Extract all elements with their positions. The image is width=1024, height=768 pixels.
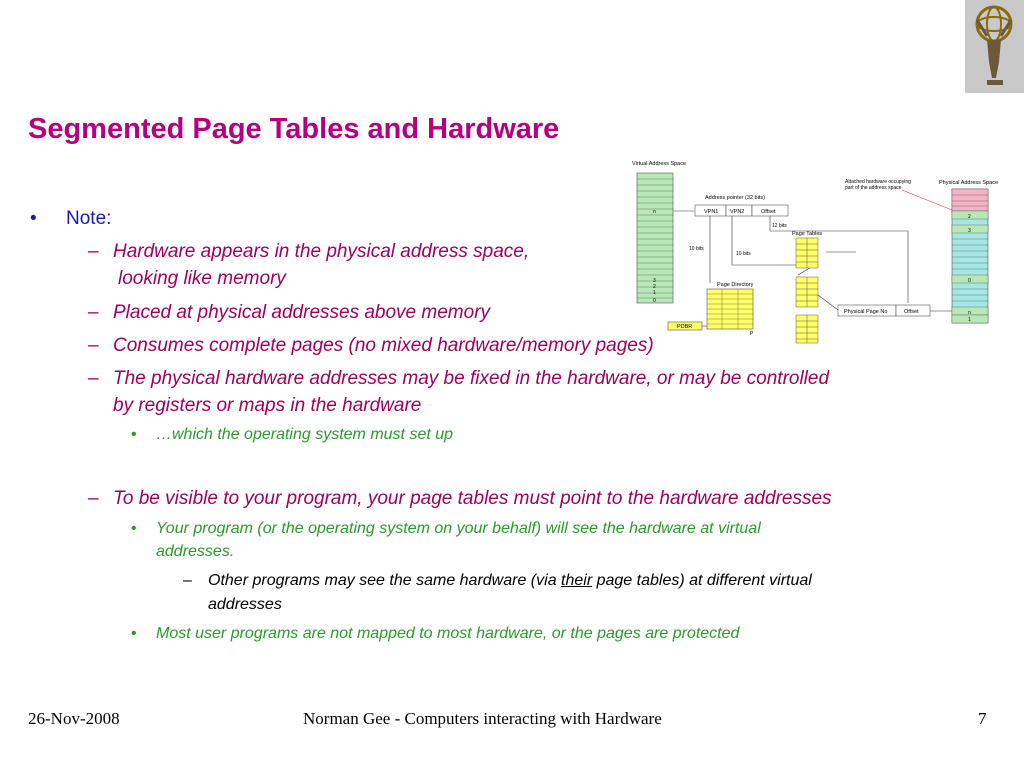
vas-label-1: 1 [653, 290, 656, 296]
pas-label: Physical Address Space [939, 180, 998, 186]
footer-page-number: 7 [978, 709, 987, 728]
bullet-placed: Placed at physical addresses above memor… [113, 302, 491, 323]
physical-offset-label: Offset [904, 309, 919, 315]
bullet-other-prog-2: addresses [208, 596, 282, 613]
pas-label-n: n [968, 310, 971, 316]
other-prog-text-a: Other programs may see the same hardware… [208, 572, 562, 589]
physical-address-space [951, 188, 989, 324]
vpn2-label: VPN2 [730, 209, 744, 215]
other-prog-emphasis: their [561, 572, 593, 589]
bullet-your-prog-1: Your program (or the operating system on… [156, 520, 761, 537]
address-pointer-label: Address pointer (32 bits) [705, 195, 765, 201]
bullet-fixed-1: The physical hardware addresses may be f… [113, 368, 830, 389]
dash-marker: – [88, 488, 99, 509]
page-directory-label: Page Directory [717, 282, 754, 288]
page-tables-label: Page Tables [792, 231, 822, 237]
bullet-marker: • [131, 625, 137, 642]
bullet-most-user: Most user programs are not mapped to mos… [156, 625, 740, 642]
atlas-logo [965, 0, 1024, 93]
pas-label-2: 2 [968, 214, 971, 220]
bits-10b-label: 10 bits [736, 251, 751, 257]
vas-label-0: 0 [653, 298, 656, 304]
p-label: P [750, 331, 754, 337]
bullet-marker: • [131, 426, 137, 443]
attached-hw-label-1: Attached hardware occupying [845, 179, 911, 185]
bullet-marker: • [30, 208, 37, 229]
physical-page-no-label: Physical Page No [844, 309, 887, 315]
other-prog-text-c: page tables) at different virtual [592, 572, 812, 589]
physical-offset-field [895, 304, 931, 317]
vpn1-label: VPN1 [704, 209, 718, 215]
bullet-note: Note: [66, 208, 112, 229]
bullet-consumes: Consumes complete pages (no mixed hardwa… [113, 335, 654, 356]
page-title: Segmented Page Tables and Hardware [28, 113, 560, 145]
bullet-hw-phys-1: Hardware appears in the physical address… [113, 241, 530, 262]
bullet-os-setup: …which the operating system must set up [156, 426, 454, 443]
bullet-visible: To be visible to your program, your page… [113, 488, 832, 509]
page-table-diagram: Virtual Address Space n 3 2 1 0 Address … [632, 161, 998, 344]
pas-label-3: 3 [968, 228, 971, 234]
vas-label-2: 2 [653, 284, 656, 290]
dash-marker: – [88, 302, 99, 323]
dash-marker: – [88, 368, 99, 389]
dash-marker: – [88, 335, 99, 356]
vas-n-label: n [653, 209, 656, 215]
bits-10a-label: 10 bits [689, 246, 704, 252]
pdbr-label: PDBR [677, 324, 692, 330]
virtual-address-space [636, 172, 674, 304]
bullet-fixed-2: by registers or maps in the hardware [113, 395, 422, 416]
bullet-other-prog-1: Other programs may see the same hardware… [208, 572, 812, 590]
pas-label-1: 1 [968, 317, 971, 323]
page-directory [706, 288, 754, 330]
bits-12-label: 12 bits [772, 223, 787, 229]
table-to-physical-arrow [817, 294, 839, 311]
vas-label: Virtual Address Space [632, 161, 686, 167]
atlas-logo-icon [975, 5, 1013, 85]
vas-label-3: 3 [653, 278, 656, 284]
footer-date: 26-Nov-2008 [28, 709, 120, 728]
connector-lines [709, 216, 909, 303]
attached-hw-label-2: part of the address space [845, 185, 902, 191]
dash-marker: – [183, 572, 192, 589]
offset-label: Offset [761, 209, 776, 215]
page-table-stack [795, 237, 819, 344]
bullet-your-prog-2: addresses. [156, 543, 235, 560]
dash-marker: – [88, 241, 99, 262]
pas-label-0: 0 [968, 278, 971, 284]
bullet-hw-phys-2: looking like memory [118, 268, 286, 289]
attached-hw-arrow [901, 189, 953, 211]
bullet-marker: • [131, 520, 137, 537]
footer-center: Norman Gee - Computers interacting with … [303, 709, 662, 728]
